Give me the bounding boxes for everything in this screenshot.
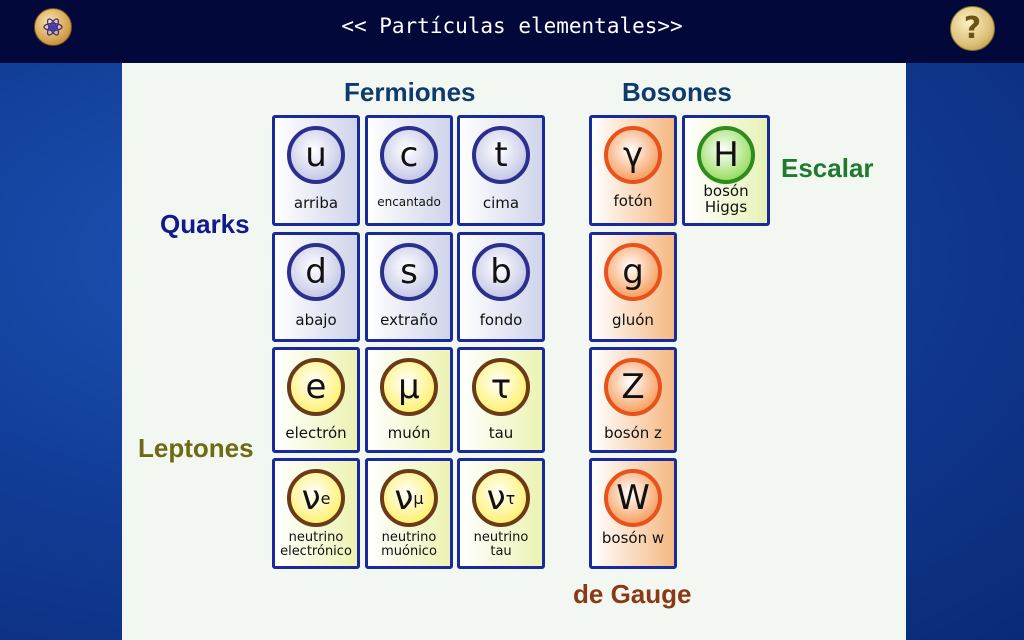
particle-symbol: W bbox=[604, 469, 662, 527]
header-escalar: Escalar bbox=[781, 153, 874, 183]
header-fermiones: Fermiones bbox=[344, 77, 476, 107]
particle-card-c[interactable]: c encantado bbox=[365, 115, 453, 226]
header-leptones: Leptones bbox=[138, 433, 254, 463]
particle-symbol: s bbox=[380, 243, 438, 301]
particle-name: fondo bbox=[479, 311, 523, 329]
particle-symbol: τ bbox=[472, 358, 530, 416]
particle-symbol: e bbox=[287, 358, 345, 416]
particle-symbol: H bbox=[697, 126, 755, 184]
particle-card-muon[interactable]: μ muón bbox=[365, 347, 453, 453]
header-quarks: Quarks bbox=[160, 209, 250, 239]
atom-glyph-icon bbox=[43, 18, 63, 36]
particle-card-d[interactable]: d abajo bbox=[272, 232, 360, 342]
particle-symbol: g bbox=[604, 243, 662, 301]
particle-card-s[interactable]: s extraño bbox=[365, 232, 453, 342]
particle-card-electron[interactable]: e electrón bbox=[272, 347, 360, 453]
particle-card-u[interactable]: u arriba bbox=[272, 115, 360, 226]
particle-name: gluón bbox=[612, 311, 654, 329]
particle-card-gluon[interactable]: g gluón bbox=[589, 232, 677, 342]
particle-symbol: b bbox=[472, 243, 530, 301]
particle-card-photon[interactable]: γ fotón bbox=[589, 115, 677, 226]
particle-name: bosón z bbox=[604, 424, 662, 442]
page-title: << Partículas elementales>> bbox=[341, 14, 683, 38]
atom-icon[interactable] bbox=[34, 8, 72, 46]
particle-card-z-boson[interactable]: Z bosón z bbox=[589, 347, 677, 453]
particle-card-t[interactable]: t cima bbox=[457, 115, 545, 226]
particle-name: tau bbox=[488, 424, 514, 442]
particle-name: cima bbox=[482, 194, 520, 212]
particle-symbol: Z bbox=[604, 358, 662, 416]
particle-name: arriba bbox=[293, 194, 339, 212]
particle-name: fotón bbox=[613, 192, 653, 210]
header-bosones: Bosones bbox=[622, 77, 732, 107]
particle-name: abajo bbox=[295, 311, 337, 329]
particle-name: muón bbox=[387, 424, 431, 442]
particle-symbol: γ bbox=[604, 126, 662, 184]
particle-card-w-boson[interactable]: W bosón w bbox=[589, 458, 677, 569]
particle-name: bosón w bbox=[601, 529, 665, 547]
particle-symbol: d bbox=[287, 243, 345, 301]
particle-card-b[interactable]: b fondo bbox=[457, 232, 545, 342]
question-icon[interactable]: ? bbox=[950, 6, 995, 51]
particle-symbol: μ bbox=[380, 358, 438, 416]
particle-name: electrón bbox=[285, 424, 347, 442]
particle-symbol: c bbox=[380, 126, 438, 184]
particle-name: extraño bbox=[380, 311, 438, 329]
top-bar: << Partículas elementales>> ? bbox=[0, 0, 1024, 63]
particle-symbol: t bbox=[472, 126, 530, 184]
particle-name: encantado bbox=[377, 195, 441, 209]
particle-card-tau[interactable]: τ tau bbox=[457, 347, 545, 453]
particle-symbol: u bbox=[287, 126, 345, 184]
header-de-gauge: de Gauge bbox=[573, 579, 692, 609]
particles-panel: Fermiones Bosones Quarks Leptones Escala… bbox=[122, 63, 906, 640]
